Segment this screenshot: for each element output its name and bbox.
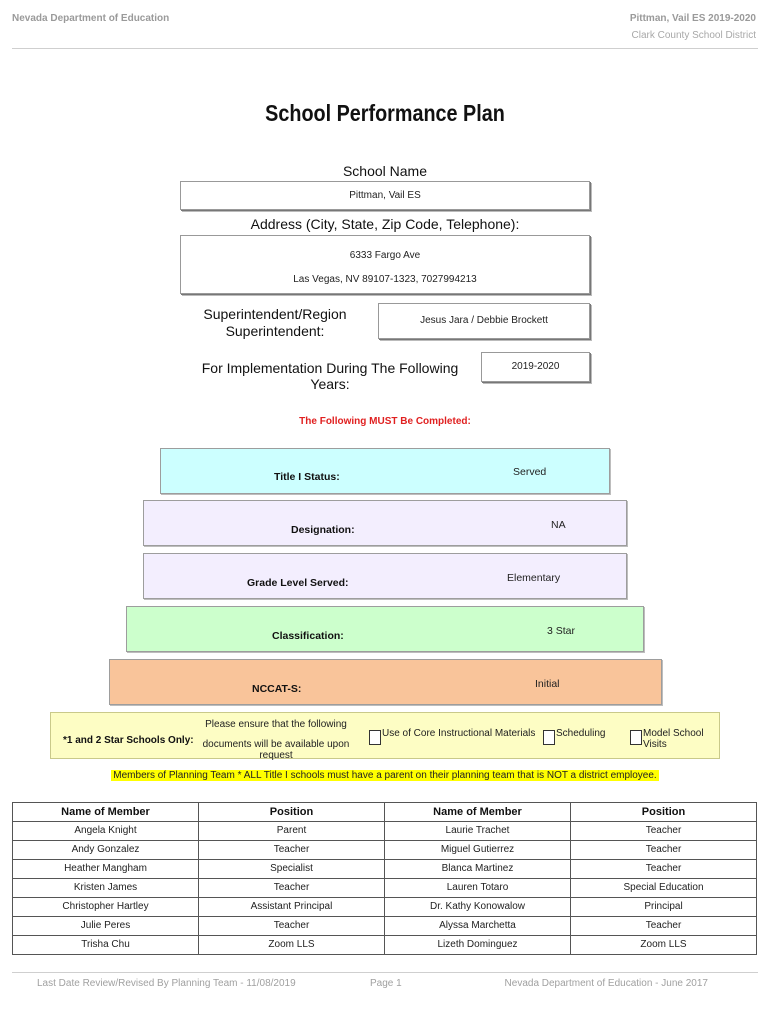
school-name-field: Pittman, Vail ES: [180, 181, 590, 210]
member-name: Kristen James: [12, 878, 199, 898]
member-position: Principal: [570, 897, 757, 917]
superintendent-label-line-1: Superintendent/Region: [203, 306, 347, 322]
band-value: Initial: [535, 678, 560, 690]
member-position: Teacher: [570, 916, 757, 936]
core-materials-checkbox[interactable]: [369, 730, 381, 745]
header-school-year: Pittman, Vail ES 2019-2020: [629, 13, 756, 24]
footer-page-number: Page 1: [370, 978, 402, 989]
member-name: Christopher Hartley: [12, 897, 199, 917]
member-position: Teacher: [570, 859, 757, 879]
footer-publisher: Nevada Department of Education - June 20…: [504, 978, 708, 989]
member-name: Trisha Chu: [12, 935, 199, 955]
member-name: Lizeth Dominguez: [384, 935, 571, 955]
star-schools-instruction-2: documents will be available upon request: [202, 739, 350, 761]
header-district: Clark County School District: [631, 30, 756, 41]
table-row: Andy Gonzalez Teacher Miguel Gutierrez T…: [12, 840, 757, 860]
planning-team-note-text: Members of Planning Team * ALL Title I s…: [111, 770, 659, 781]
superintendent-field: Jesus Jara / Debbie Brockett: [378, 303, 590, 339]
member-position: Teacher: [198, 878, 385, 898]
member-position: Teacher: [198, 916, 385, 936]
member-position: Assistant Principal: [198, 897, 385, 917]
address-label: Address (City, State, Zip Code, Telephon…: [250, 216, 520, 232]
member-position: Specialist: [198, 859, 385, 879]
member-name: Andy Gonzalez: [12, 840, 199, 860]
member-position: Parent: [198, 821, 385, 841]
member-name: Laurie Trachet: [384, 821, 571, 841]
member-position: Special Education: [570, 878, 757, 898]
address-field: 6333 Fargo Ave Las Vegas, NV 89107-1323,…: [180, 235, 590, 294]
member-position: Teacher: [570, 821, 757, 841]
page-title: School Performance Plan: [265, 100, 505, 126]
band-classification: Classification: 3 Star: [126, 606, 644, 652]
table-header-row: Name of Member Position Name of Member P…: [12, 802, 757, 822]
must-complete-notice: The Following MUST Be Completed:: [299, 416, 471, 427]
superintendent-label-line-2: Superintendent:: [225, 323, 325, 339]
band-value: Elementary: [507, 572, 561, 584]
header-divider: [12, 48, 758, 49]
implementation-years-label: For Implementation During The Following …: [201, 360, 459, 392]
table-row: Heather Mangham Specialist Blanca Martin…: [12, 859, 757, 879]
member-name: Heather Mangham: [12, 859, 199, 879]
star-schools-panel: *1 and 2 Star Schools Only: Please ensur…: [50, 712, 720, 761]
model-school-visits-checkbox[interactable]: [630, 730, 642, 745]
band-label: NCCAT-S:: [252, 683, 302, 695]
member-position: Zoom LLS: [198, 935, 385, 955]
planning-team-table: Name of Member Position Name of Member P…: [12, 802, 757, 955]
column-header: Position: [198, 802, 385, 822]
scheduling-option: Scheduling: [556, 728, 606, 739]
core-materials-option: Use of Core Instructional Materials: [382, 728, 536, 739]
table-row: Julie Peres Teacher Alyssa Marchetta Tea…: [12, 916, 757, 936]
model-school-visits-option: Model School Visits: [643, 728, 704, 750]
member-name: Angela Knight: [12, 821, 199, 841]
band-label: Title I Status:: [274, 471, 340, 483]
band-grade-level-served: Grade Level Served: Elementary: [143, 553, 627, 599]
footer-review-date: Last Date Review/Revised By Planning Tea…: [37, 978, 296, 989]
member-name: Alyssa Marchetta: [384, 916, 571, 936]
band-value: NA: [551, 519, 566, 531]
band-label: Grade Level Served:: [247, 577, 349, 589]
superintendent-label: Superintendent/Region Superintendent:: [190, 306, 360, 340]
member-name: Miguel Gutierrez: [384, 840, 571, 860]
band-label: Classification:: [272, 630, 344, 642]
column-header: Name of Member: [12, 802, 199, 822]
school-name-label: School Name: [342, 163, 428, 179]
member-name: Blanca Martinez: [384, 859, 571, 879]
implementation-years-field: 2019-2020: [481, 352, 590, 382]
member-name: Lauren Totaro: [384, 878, 571, 898]
column-header: Name of Member: [384, 802, 571, 822]
band-title-i-status: Title I Status: Served: [160, 448, 610, 494]
table-row: Kristen James Teacher Lauren Totaro Spec…: [12, 878, 757, 898]
member-name: Dr. Kathy Konowalow: [384, 897, 571, 917]
band-value: 3 Star: [547, 625, 576, 637]
member-position: Teacher: [198, 840, 385, 860]
column-header: Position: [570, 802, 757, 822]
scheduling-checkbox[interactable]: [543, 730, 555, 745]
address-line-2: Las Vegas, NV 89107-1323, 7027994213: [293, 274, 477, 285]
footer-divider: [12, 972, 758, 973]
header-department: Nevada Department of Education: [12, 13, 170, 24]
star-schools-label: *1 and 2 Star Schools Only:: [63, 735, 194, 746]
band-label: Designation:: [291, 524, 355, 536]
member-name: Julie Peres: [12, 916, 199, 936]
address-line-1: 6333 Fargo Ave: [349, 250, 421, 261]
table-row: Trisha Chu Zoom LLS Lizeth Dominguez Zoo…: [12, 935, 757, 955]
member-position: Zoom LLS: [570, 935, 757, 955]
band-nccat-s: NCCAT-S: Initial: [109, 659, 662, 705]
planning-team-note: Members of Planning Team * ALL Title I s…: [0, 770, 770, 781]
star-schools-instruction-1: Please ensure that the following: [205, 719, 347, 730]
table-row: Angela Knight Parent Laurie Trachet Teac…: [12, 821, 757, 841]
member-position: Teacher: [570, 840, 757, 860]
band-designation: Designation: NA: [143, 500, 627, 546]
band-value: Served: [513, 466, 547, 478]
table-row: Christopher Hartley Assistant Principal …: [12, 897, 757, 917]
